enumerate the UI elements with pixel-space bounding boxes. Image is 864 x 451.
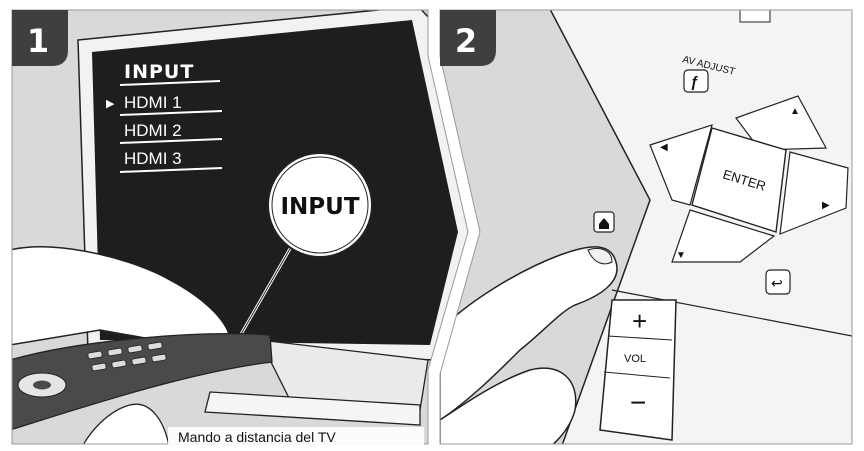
panel-1-border xyxy=(11,9,469,445)
tv-menu-divider xyxy=(119,138,223,144)
enter-button[interactable] xyxy=(691,127,787,233)
tv-menu-item: HDMI 1 xyxy=(124,93,182,112)
finger-shape xyxy=(440,246,618,422)
tv-remote xyxy=(12,333,273,431)
right-arrow-icon: ▶ xyxy=(822,200,830,211)
volume-rocker-bottom-line xyxy=(603,371,671,379)
caption-backdrop xyxy=(168,427,424,446)
volume-rocker-top-line xyxy=(607,335,673,341)
fingernail xyxy=(587,248,613,265)
down-arrow-icon: ▼ xyxy=(676,250,686,261)
av-adjust-button[interactable] xyxy=(683,69,709,93)
up-arrow-icon: ▲ xyxy=(790,106,800,117)
down-arrow-button[interactable] xyxy=(671,209,776,263)
volume-up-button[interactable]: + xyxy=(632,306,647,336)
volume-label: VOL xyxy=(624,353,646,365)
home-icon xyxy=(599,218,609,229)
panel-2: AV ADJUST ƒ ▲ ◀ ENTER ▶ ▼ ↩ + VOL − xyxy=(440,10,852,444)
left-arrow-button[interactable] xyxy=(649,124,713,206)
callout-line xyxy=(231,239,296,351)
step-badge-1 xyxy=(12,10,68,66)
remote-buttons xyxy=(87,341,167,372)
hand-lower xyxy=(78,403,171,444)
panel-1: INPUT ▶ HDMI 1 HDMI 2 HDMI 3 IN xyxy=(12,10,468,444)
av-adjust-icon: ƒ xyxy=(690,74,698,91)
input-callout-label: INPUT xyxy=(280,194,359,220)
step-number-1: 1 xyxy=(27,22,49,60)
tv-stand-base xyxy=(204,391,421,426)
remote-dpad-center xyxy=(33,380,51,390)
return-button[interactable] xyxy=(765,269,791,295)
step-number-2: 2 xyxy=(455,22,477,60)
remote-caption: Mando a distancia del TV xyxy=(178,429,336,445)
tv-menu-title: INPUT xyxy=(124,61,194,83)
volume-rocker xyxy=(599,299,677,441)
step-badge-2 xyxy=(440,10,496,66)
remote-divider xyxy=(611,289,852,337)
right-arrow-button[interactable] xyxy=(779,151,849,235)
return-icon: ↩ xyxy=(771,275,783,291)
left-arrow-icon: ◀ xyxy=(660,142,668,153)
tv-menu-item: HDMI 3 xyxy=(124,149,182,168)
tv-menu-item: HDMI 2 xyxy=(124,121,182,140)
tv-menu-selected-marker: ▶ xyxy=(106,98,115,110)
tv-menu-divider xyxy=(119,110,223,116)
input-callout-inner xyxy=(271,156,369,254)
tv-menu-divider xyxy=(119,167,223,173)
volume-down-button[interactable]: − xyxy=(630,387,646,418)
hand-palm xyxy=(440,367,577,444)
input-callout-circle xyxy=(267,152,373,258)
panel-2-border xyxy=(439,9,853,445)
tv-menu-divider xyxy=(119,80,221,86)
remote-top-button xyxy=(739,10,771,23)
